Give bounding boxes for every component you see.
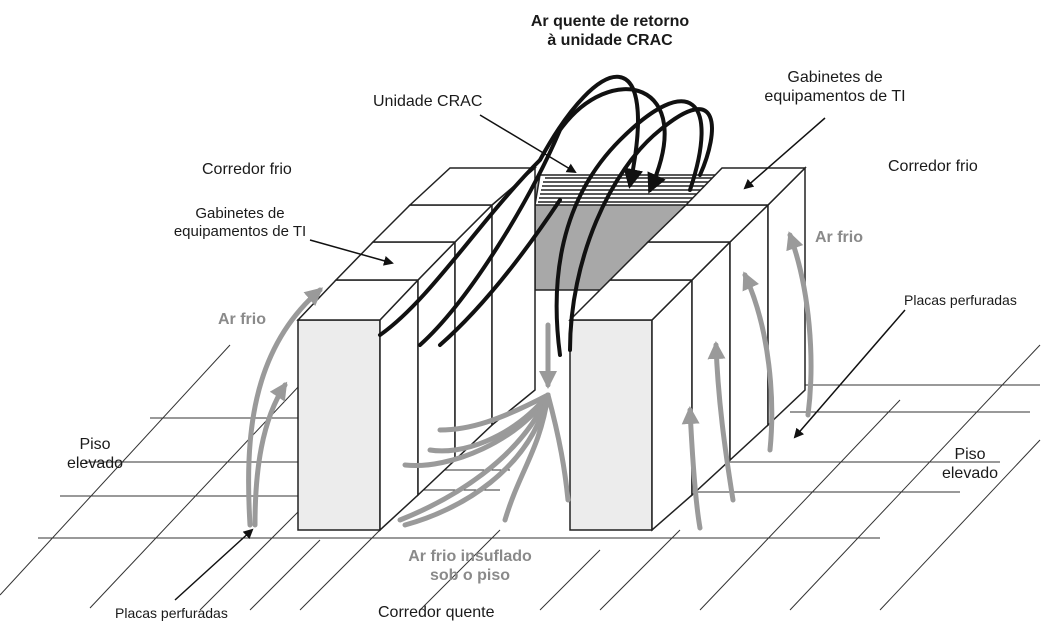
cold-air-right-label: Ar frio [815,229,863,246]
cabinets-left-line1: Gabinetes de [195,205,285,222]
hot-air-return-line1: Ar quente de retorno [530,13,690,30]
hot-air-return-label: Ar quente de retorno à unidade CRAC [500,12,720,50]
left-cold-air-arrows [246,287,324,528]
right-cabinet-row [568,166,807,532]
raised-floor-right-line2: elevado [941,465,999,483]
raised-floor-grid [0,344,1041,611]
cold-aisle-left-label: Corredor frio [202,161,292,178]
cabinets-left-label: Gabinetes de equipamentos de TI [140,205,340,241]
right-cold-air-arrows [681,231,814,531]
cabinets-right-line2: equipamentos de TI [764,88,906,106]
cabinets-right-line1: Gabinetes de [787,69,883,86]
underfloor-cold-air-label: Ar frio insuflado sob o piso [380,547,560,585]
raised-floor-left-line1: Piso [79,436,111,453]
raised-floor-right-line1: Piso [954,446,986,463]
left-cabinet-row [296,166,538,532]
hot-air-return-line2: à unidade CRAC [547,32,673,50]
pointer-lines [174,114,906,601]
cold-aisle-right-label: Corredor frio [888,158,978,175]
perforated-tiles-right-label: Placas perfuradas [904,292,1017,308]
crac-unit-label: Unidade CRAC [373,93,483,110]
cabinets-right-label: Gabinetes de equipamentos de TI [735,68,935,106]
raised-floor-left-label: Piso elevado [55,435,135,473]
raised-floor-right-label: Piso elevado [930,445,1010,483]
underfloor-cold-air-line2: sob o piso [430,567,510,585]
underfloor-cold-air-line1: Ar frio insuflado [408,548,532,565]
cabinets-left-line2: equipamentos de TI [173,223,307,240]
hot-aisle-label: Corredor quente [378,604,495,621]
cold-air-left-label: Ar frio [218,311,266,328]
underfloor-cold-air-arrows [397,322,571,528]
raised-floor-left-line2: elevado [66,455,124,473]
perforated-tiles-left-label: Placas perfuradas [115,605,228,621]
hot-air-return-arrows [378,74,714,357]
